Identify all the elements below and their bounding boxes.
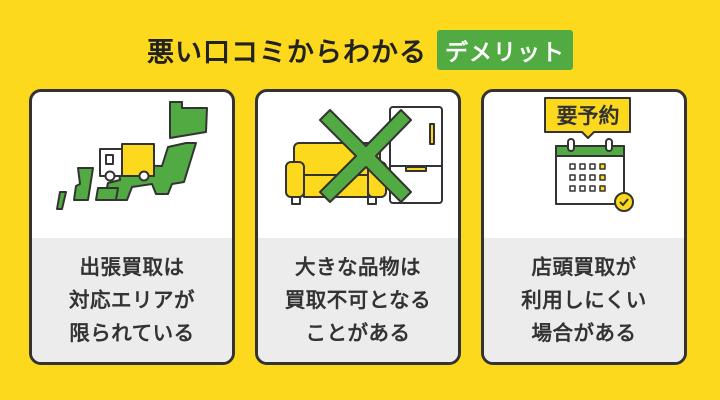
japan-map-truck-icon [32,92,232,238]
card-line: 利用しにくい [521,287,647,312]
card-line: 場合がある [531,320,637,345]
card-large-items: 大きな品物は 買取不可となる ことがある [255,89,461,365]
page-title: 悪い口コミからわかるデメリット [0,30,720,70]
card-line: ことがある [305,320,411,345]
card-line: 買取不可となる [284,287,432,312]
card-line: 対応エリアが [69,287,195,312]
card-store-purchase: 要予約 店頭買取が 利用しにくい 場合がある [481,89,687,365]
card-line: 店頭買取が [531,254,637,279]
card-line: 限られている [69,320,195,345]
calendar-reservation-icon: 要予約 [484,92,684,238]
card-line: 大きな品物は [295,254,421,279]
card-text: 大きな品物は 買取不可となる ことがある [258,238,458,362]
card-service-area: 出張買取は 対応エリアが 限られている [29,89,235,365]
title-badge: デメリット [437,30,573,70]
card-text: 店頭買取が 利用しにくい 場合がある [484,238,684,362]
reservation-required-label: 要予約 [556,104,620,128]
card-text: 出張買取は 対応エリアが 限られている [32,238,232,362]
card-line: 出張買取は [79,254,185,279]
title-main: 悪い口コミからわかる [147,37,427,69]
furniture-cross-icon [258,92,458,238]
